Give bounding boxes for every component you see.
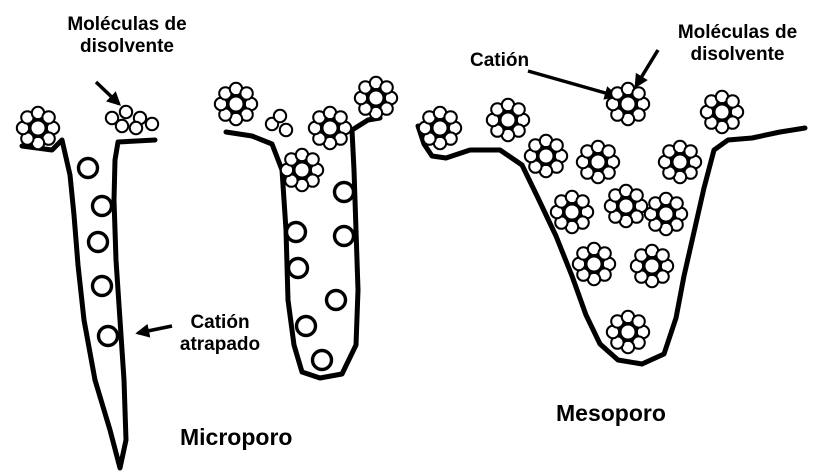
label-solvent-molecules-left: Moléculas de disolvente <box>32 14 222 58</box>
cation <box>368 90 384 106</box>
solvated-cation <box>645 193 687 235</box>
trapped-cation <box>327 291 346 310</box>
solvated-cation <box>17 107 59 149</box>
cation <box>538 148 554 164</box>
solvated-cation <box>551 191 593 233</box>
solvent-molecule <box>116 120 128 132</box>
label-mesopore-text: Mesoporo <box>556 400 666 426</box>
trapped-cation <box>287 223 306 242</box>
cation <box>586 256 602 272</box>
solvent-molecule <box>146 118 158 130</box>
label-solvent-molecules-right: Moléculas de disolvente <box>650 22 825 66</box>
trapped-cation <box>93 197 112 216</box>
micropore-1-wall <box>22 140 155 468</box>
trapped-cation <box>313 351 332 370</box>
cation <box>658 206 674 222</box>
cation <box>620 96 636 112</box>
solvent-molecules <box>106 106 292 136</box>
solvated-cation <box>607 83 649 125</box>
solvent-molecule <box>120 106 132 118</box>
trapped-cation <box>297 317 316 336</box>
solvated-cation <box>487 99 529 141</box>
label-trapped-cation: Catión atrapado <box>170 312 270 356</box>
solvated-cation <box>525 135 567 177</box>
cation <box>30 120 46 136</box>
cation <box>618 198 634 214</box>
trapped-cation <box>93 277 112 296</box>
label-cation-text: Catión <box>470 50 529 71</box>
arrow-trapped-cation <box>138 326 172 333</box>
cation <box>620 324 636 340</box>
solvated-cation <box>577 141 619 183</box>
cation <box>322 120 338 136</box>
cation <box>500 112 516 128</box>
solvated-cation <box>573 243 615 285</box>
cation <box>644 258 660 274</box>
solvated-cation <box>281 149 323 191</box>
trapped-cation <box>289 259 308 278</box>
label-solvent-left-line1: Moléculas de <box>32 14 222 36</box>
solvent-molecule <box>130 122 142 134</box>
label-trapped-line1: Catión <box>170 312 270 334</box>
solvent-molecule <box>274 110 286 122</box>
solvated-cation <box>355 77 397 119</box>
cation <box>672 154 688 170</box>
solvated-cation <box>419 107 461 149</box>
label-mesopore: Mesoporo <box>556 400 666 426</box>
solvated-cation <box>605 185 647 227</box>
label-solvent-left-line2: disolvente <box>32 36 222 58</box>
trapped-cation <box>335 183 354 202</box>
label-trapped-line2: atrapado <box>170 334 270 356</box>
cation <box>564 204 580 220</box>
label-solvent-right-line1: Moléculas de <box>650 22 825 44</box>
solvated-cation <box>215 83 257 125</box>
label-solvent-right-line2: disolvente <box>650 44 825 66</box>
arrow-solvent-left <box>96 82 119 104</box>
trapped-cation <box>99 327 118 346</box>
trapped-cation <box>79 159 98 178</box>
trapped-cation <box>335 227 354 246</box>
cation <box>294 162 310 178</box>
label-micropore-text: Microporo <box>180 424 292 450</box>
label-cation: Catión <box>470 50 529 72</box>
cation <box>432 120 448 136</box>
solvated-cation <box>309 107 351 149</box>
label-micropore: Microporo <box>180 424 292 450</box>
solvated-cation <box>659 141 701 183</box>
cation <box>228 96 244 112</box>
solvated-cation <box>631 245 673 287</box>
arrow-cation <box>528 71 616 96</box>
solvated-cation <box>607 311 649 353</box>
solvated-cation <box>701 91 743 133</box>
trapped-cation <box>89 233 108 252</box>
cation <box>714 104 730 120</box>
cation <box>590 154 606 170</box>
solvent-molecule <box>280 124 292 136</box>
